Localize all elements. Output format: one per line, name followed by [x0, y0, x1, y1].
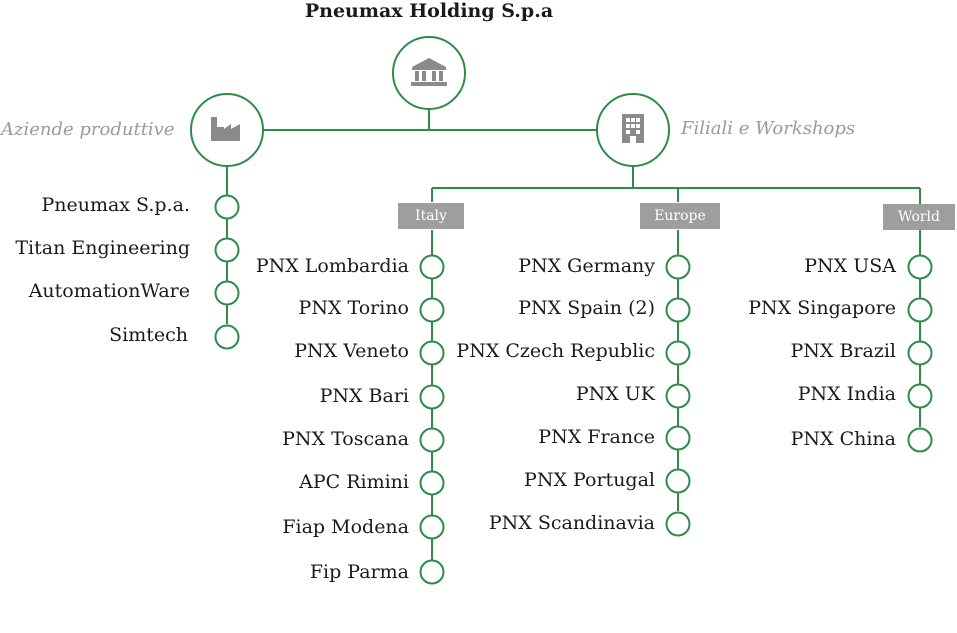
leaf-node-circle [419, 470, 445, 496]
list-item: Titan Engineering [15, 237, 190, 259]
leaf-node-circle [907, 297, 933, 323]
list-item: PNX Portugal [524, 469, 655, 491]
list-item: APC Rimini [299, 471, 409, 493]
bank-icon [411, 58, 447, 86]
leaf-node-circle [907, 340, 933, 366]
leaf-node-circle [907, 383, 933, 409]
list-item: Fiap Modena [282, 516, 409, 538]
list-item: PNX Veneto [294, 340, 409, 362]
list-item: PNX Bari [319, 385, 409, 407]
leaf-node-circle [665, 425, 691, 451]
list-item: PNX USA [804, 255, 896, 277]
leaf-node-circle [419, 297, 445, 323]
page-title: Pneumax Holding S.p.a [304, 0, 554, 22]
list-item: PNX Scandinavia [488, 512, 655, 534]
leaf-node-circle [419, 384, 445, 410]
leaf-node-circle [214, 237, 240, 263]
leaf-node-circle [665, 297, 691, 323]
factory-icon [211, 117, 240, 141]
list-item: PNX Brazil [790, 340, 896, 362]
office-building-icon [622, 114, 644, 143]
leaf-node-circle [907, 427, 933, 453]
leaf-node-circle [907, 254, 933, 280]
list-item: Fip Parma [309, 561, 409, 583]
leaf-node-circle [419, 254, 445, 280]
right-group-label: Filiali e Workshops [681, 118, 856, 139]
region-tag-world: World [883, 204, 955, 230]
region-tag-italy: Italy [398, 203, 464, 229]
list-item: PNX France [538, 426, 655, 448]
leaf-node-circle [214, 324, 240, 350]
leaf-node-circle [419, 340, 445, 366]
leaf-node-circle [665, 511, 691, 537]
left-group-label: Aziende produttive [1, 119, 175, 140]
list-item: PNX Singapore [748, 297, 896, 319]
list-item: Simtech [109, 324, 188, 346]
leaf-node-circle [665, 468, 691, 494]
list-item: PNX Germany [518, 255, 655, 277]
leaf-node-circle [214, 280, 240, 306]
list-item: PNX China [790, 428, 896, 450]
list-item: PNX UK [575, 383, 655, 405]
list-item: Pneumax S.p.a. [41, 194, 190, 216]
right-group-node [596, 93, 670, 167]
list-item: AutomationWare [28, 280, 190, 302]
list-item: PNX India [797, 383, 896, 405]
region-tag-europe: Europe [640, 203, 720, 229]
list-item: PNX Toscana [282, 428, 409, 450]
leaf-node-circle [419, 559, 445, 585]
leaf-node-circle [214, 194, 240, 220]
root-node [392, 36, 466, 110]
leaf-node-circle [665, 383, 691, 409]
leaf-node-circle [419, 427, 445, 453]
left-group-node [190, 93, 264, 167]
list-item: PNX Czech Republic [456, 340, 655, 362]
list-item: PNX Lombardia [255, 255, 409, 277]
leaf-node-circle [419, 514, 445, 540]
leaf-node-circle [665, 254, 691, 280]
list-item: PNX Torino [298, 297, 409, 319]
leaf-node-circle [665, 340, 691, 366]
list-item: PNX Spain (2) [518, 297, 655, 319]
